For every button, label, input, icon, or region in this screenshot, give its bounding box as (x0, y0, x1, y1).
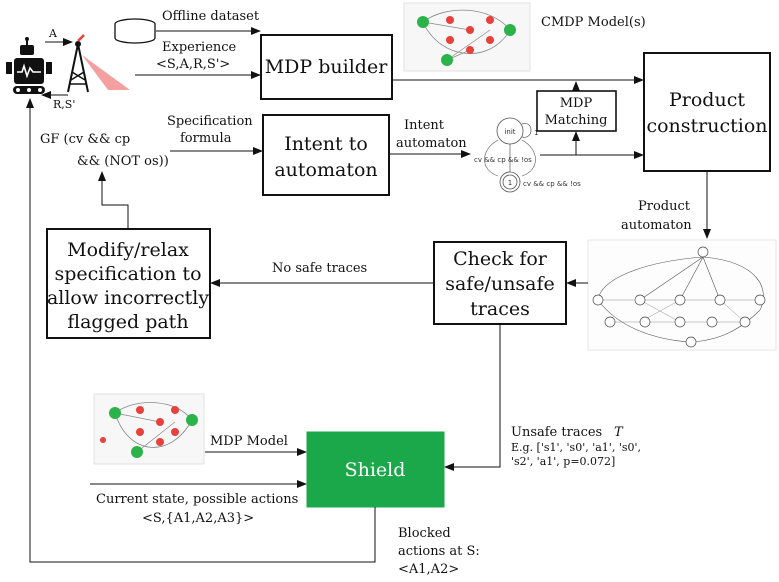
automaton-loop-label: 1 (534, 129, 538, 137)
no-safe-traces-label: No safe traces (272, 261, 367, 276)
product-construction-line2: construction (646, 115, 767, 137)
experience-label: Experience (162, 40, 237, 55)
mdp-matching-line1: MDP (560, 96, 593, 111)
unsafe-to-shield-arrow (444, 324, 501, 471)
gf-formula-line2: && (NOT os)) (77, 154, 169, 169)
mdp-model-thumbnail (93, 393, 205, 465)
gf-formula-line1: GF (cv && cp (40, 132, 130, 147)
mdp-matching-line2: Matching (545, 113, 608, 128)
intent-box-line1: Intent to (284, 133, 368, 155)
modify-line2: specification to (54, 263, 201, 285)
check-traces-line3: traces (470, 298, 530, 320)
automaton-init-state: init (504, 128, 515, 136)
specification-label-line2: formula (180, 131, 232, 146)
offline-dataset-label: Offline dataset (162, 9, 260, 24)
current-state-line2: <S,{A1,A2,A3}> (142, 511, 254, 526)
automaton-self-edge-label: cv && cp && !os (523, 180, 581, 188)
product-automaton-graph (587, 239, 777, 351)
reward-label: R,S' (53, 98, 75, 111)
intent-automaton-label-line2: automaton (396, 136, 467, 151)
blocked-line1: Blocked (398, 526, 451, 541)
modify-to-spec-arrow (98, 171, 129, 229)
product-automaton-label-line1: Product (638, 199, 691, 214)
shield-label: Shield (345, 459, 406, 481)
intent-automaton-graph: init 1 cv && cp && !os 1 cv && cp && !os (474, 117, 581, 193)
unsafe-traces-label: Unsafe traces (511, 425, 602, 440)
mdp-builder-box (260, 34, 393, 100)
product-construction-line1: Product (669, 89, 745, 111)
cmdp-model-thumbnail (403, 2, 531, 72)
current-state-line1: Current state, possible actions (96, 492, 298, 507)
automaton-edge-label: cv && cp && !os (474, 156, 532, 164)
mdp-matching-box (536, 90, 617, 132)
modify-line4: flagged path (67, 311, 188, 333)
intent-automaton-label-line1: Intent (404, 118, 445, 133)
modify-line3: allow incorrectly (47, 287, 209, 309)
modify-line1: Modify/relax (67, 239, 189, 261)
check-traces-line1: Check for (453, 248, 548, 270)
automaton-accept-state: 1 (508, 179, 512, 187)
database-icon (114, 18, 156, 44)
blocked-line3: <A1,A2> (398, 562, 459, 577)
modify-spec-box (46, 228, 211, 339)
product-automaton-label-line2: automaton (621, 218, 692, 233)
example-trace-line2: 's2', 'a1', p=0.072] (511, 455, 615, 468)
robot-icon (6, 37, 52, 94)
intent-box-line2: automaton (274, 159, 377, 181)
action-label: A (48, 27, 58, 40)
mdp-builder-label: MDP builder (265, 56, 388, 78)
shield-box (306, 431, 445, 508)
intent-to-automaton-box (262, 114, 390, 196)
check-traces-line2: safe/unsafe (445, 273, 555, 295)
cmdp-models-label: CMDP Model(s) (541, 15, 646, 30)
product-construction-box (643, 52, 771, 172)
shield-feedback-arrow (26, 98, 376, 563)
specification-label-line1: Specification (167, 114, 253, 129)
antenna-tower-icon (67, 34, 130, 93)
experience-tuple: <S,A,R,S'> (156, 57, 230, 72)
example-trace-line1: E.g. ['s1', 's0', 'a1', 's0', (511, 441, 641, 454)
unsafe-traces-symbol: T (614, 425, 624, 440)
blocked-line2: actions at S: (398, 544, 480, 559)
mdp-model-label: MDP Model (210, 434, 288, 449)
